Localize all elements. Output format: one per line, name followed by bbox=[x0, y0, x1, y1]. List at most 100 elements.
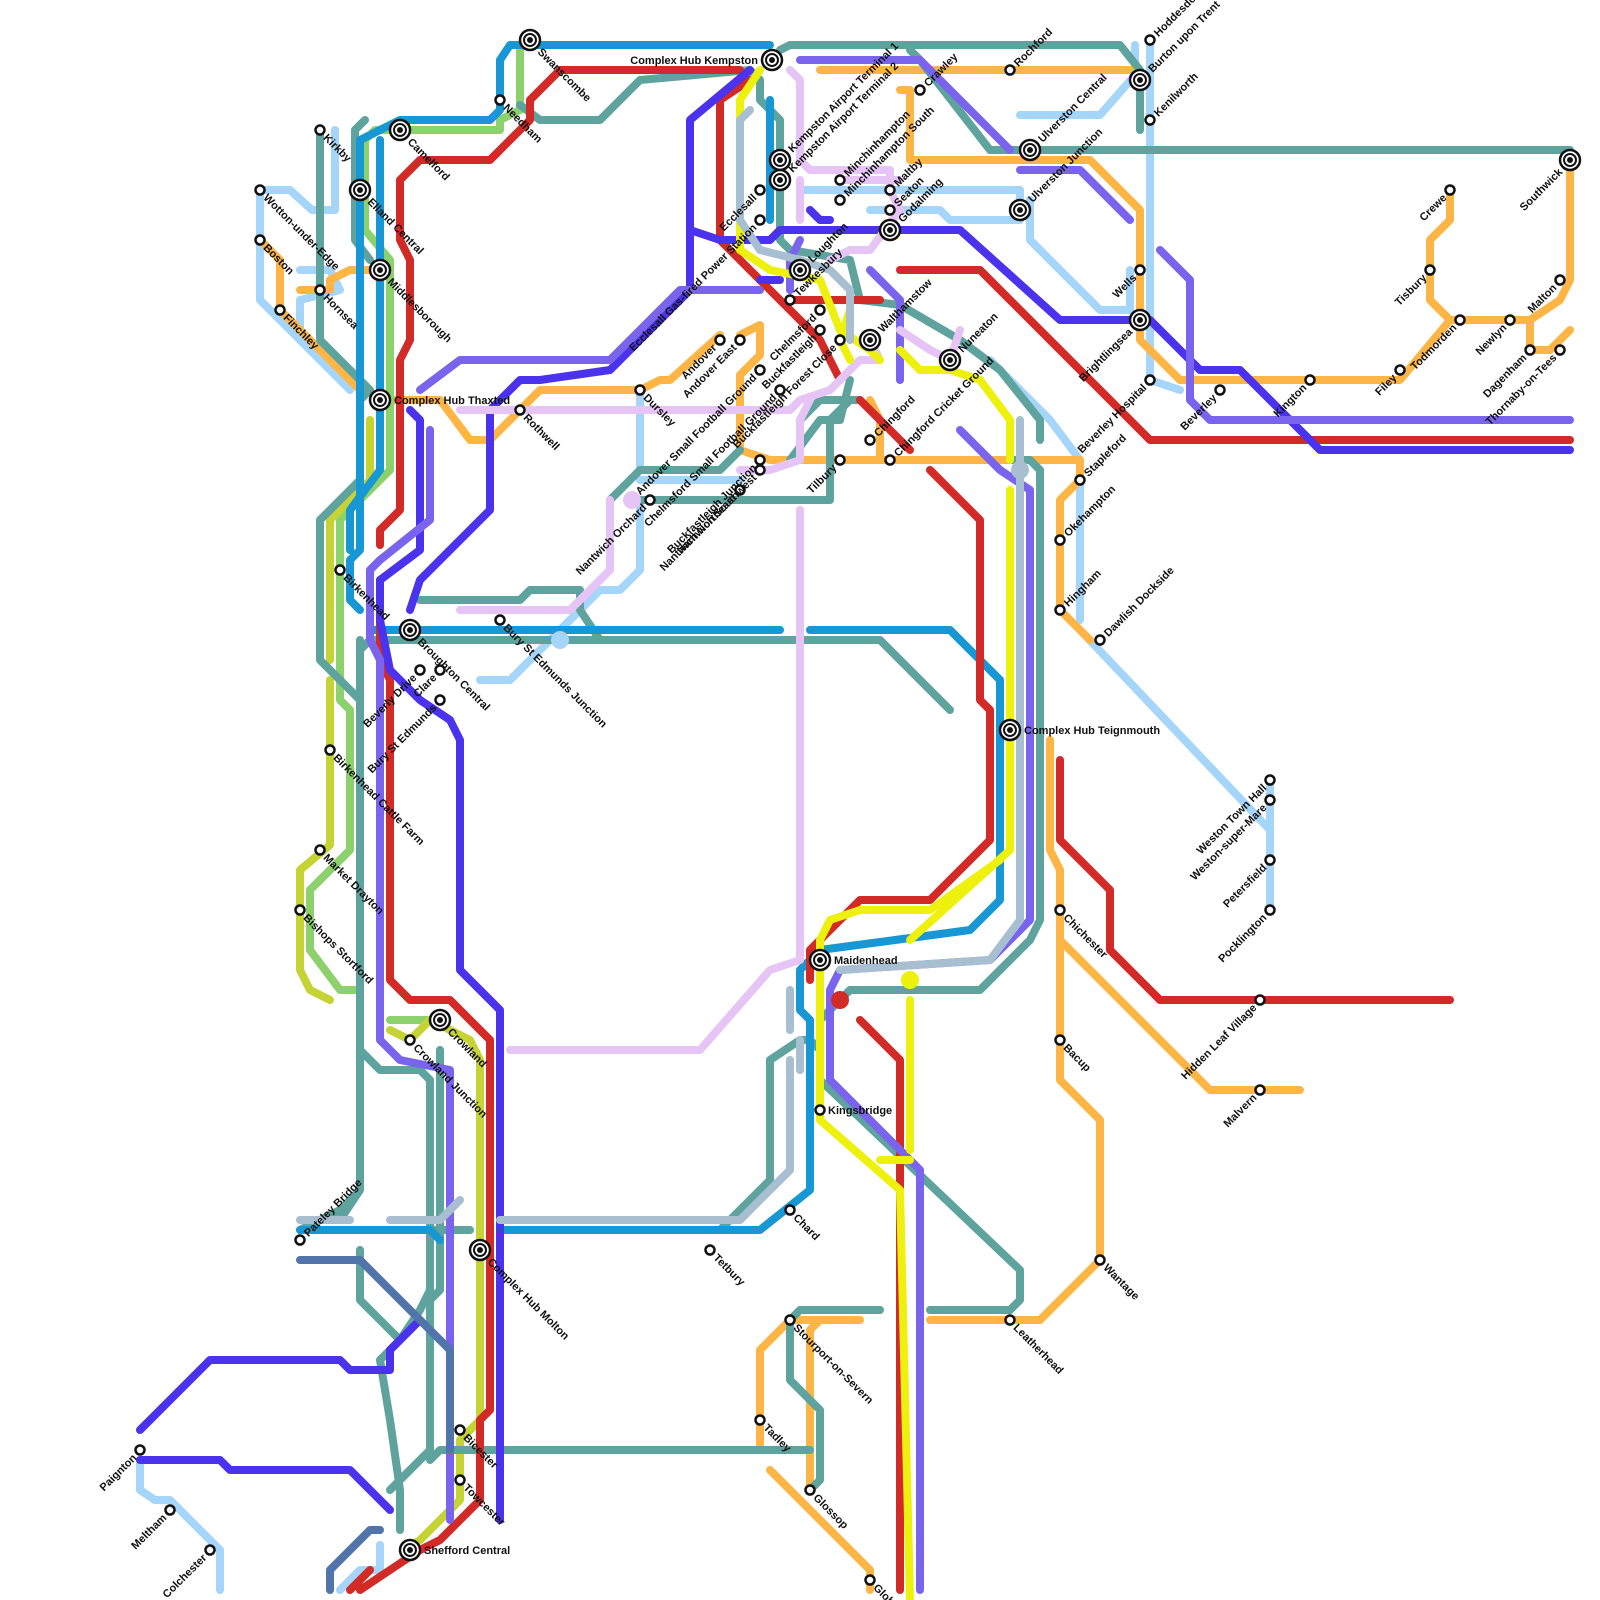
station-marker-icon bbox=[1006, 66, 1015, 75]
station-marker-icon bbox=[1426, 266, 1435, 275]
station-marker-icon bbox=[1456, 316, 1465, 325]
station-meltham[interactable]: Meltham bbox=[129, 1506, 174, 1553]
station-marker-icon bbox=[1256, 1086, 1265, 1095]
station-leatherhead[interactable]: Leatherhead bbox=[1006, 1316, 1066, 1377]
station-dawlish-dockside[interactable]: Dawlish Dockside bbox=[1096, 565, 1177, 645]
station-marker-icon bbox=[316, 286, 325, 295]
station-marker-icon bbox=[1056, 606, 1065, 615]
hub-dot-icon bbox=[769, 57, 775, 63]
station-complex-hub-teignmouth[interactable]: Complex Hub Teignmouth bbox=[1000, 720, 1160, 740]
station-marker-icon bbox=[786, 296, 795, 305]
station-marker-icon bbox=[886, 456, 895, 465]
line-violet[interactable] bbox=[370, 60, 1570, 1590]
station-marker-icon bbox=[916, 86, 925, 95]
station-label: Complex Hub Kempston bbox=[630, 55, 758, 67]
line-node-skyblue bbox=[551, 631, 569, 649]
station-label: Shefford Central bbox=[424, 1545, 510, 1557]
station-marker-icon bbox=[1146, 116, 1155, 125]
station-marker-icon bbox=[716, 336, 725, 345]
station-marker-icon bbox=[416, 666, 425, 675]
station-todmorden[interactable]: Todmorden bbox=[1409, 316, 1465, 373]
station-label: Hidden Leaf Village bbox=[1179, 1002, 1259, 1082]
station-marker-icon bbox=[786, 1206, 795, 1215]
station-marker-icon bbox=[296, 1236, 305, 1245]
station-marker-icon bbox=[886, 206, 895, 215]
station-marker-icon bbox=[1556, 346, 1565, 355]
hub-dot-icon bbox=[397, 127, 403, 133]
station-marker-icon bbox=[756, 456, 765, 465]
station-market-drayton[interactable]: Market Drayton bbox=[316, 846, 386, 918]
station-marker-icon bbox=[1266, 856, 1275, 865]
station-marker-icon bbox=[1076, 476, 1085, 485]
station-marker-icon bbox=[756, 466, 765, 475]
station-marker-icon bbox=[706, 1246, 715, 1255]
station-label: Colchester bbox=[161, 1552, 210, 1600]
station-label: Hornsea bbox=[321, 292, 361, 332]
station-colchester[interactable]: Colchester bbox=[161, 1546, 215, 1600]
station-marker-icon bbox=[1556, 276, 1565, 285]
station-marker-icon bbox=[886, 186, 895, 195]
station-label: Pocklington bbox=[1216, 912, 1269, 965]
station-marker-icon bbox=[866, 436, 875, 445]
station-marker-icon bbox=[756, 216, 765, 225]
station-label: Petersfield bbox=[1221, 862, 1269, 910]
station-label: Crewe bbox=[1418, 192, 1450, 224]
hub-dot-icon bbox=[867, 337, 873, 343]
station-marker-icon bbox=[1526, 346, 1535, 355]
station-beverley[interactable]: Beverley bbox=[1178, 386, 1224, 433]
station-pateley-bridge[interactable]: Pateley Bridge bbox=[296, 1177, 365, 1245]
line-red[interactable] bbox=[350, 70, 1570, 1590]
station-label: Complex Hub Thaxted bbox=[394, 395, 510, 407]
station-kingsbridge[interactable]: Kingsbridge bbox=[816, 1105, 893, 1117]
station-label: Brightlingsea bbox=[1077, 326, 1136, 385]
station-marker-icon bbox=[816, 306, 825, 315]
hub-dot-icon bbox=[947, 357, 953, 363]
station-marker-icon bbox=[636, 386, 645, 395]
station-label: Chard bbox=[791, 1212, 822, 1243]
station-marker-icon bbox=[406, 1036, 415, 1045]
line-node-yellow bbox=[901, 971, 919, 989]
hub-dot-icon bbox=[817, 957, 823, 963]
station-shefford-central[interactable]: Shefford Central bbox=[400, 1540, 510, 1560]
station-label: Todmorden bbox=[1409, 322, 1460, 373]
station-label: Filey bbox=[1373, 371, 1400, 398]
station-label: Wantage bbox=[1101, 1262, 1142, 1303]
station-marker-icon bbox=[1146, 36, 1155, 45]
station-wantage[interactable]: Wantage bbox=[1096, 1256, 1142, 1303]
station-label: Leatherhead bbox=[1011, 1322, 1066, 1377]
station-marker-icon bbox=[1396, 366, 1405, 375]
hub-dot-icon bbox=[477, 1247, 483, 1253]
station-label: Swanscombe bbox=[535, 46, 593, 104]
station-marker-icon bbox=[1136, 266, 1145, 275]
station-complex-hub-molton[interactable]: Complex Hub Molton bbox=[470, 1240, 571, 1343]
station-marker-icon bbox=[496, 96, 505, 105]
station-label: Southwick bbox=[1518, 166, 1566, 214]
station-label: Tilbury bbox=[805, 461, 840, 496]
station-marker-icon bbox=[256, 186, 265, 195]
station-marker-icon bbox=[1056, 1036, 1065, 1045]
station-marker-icon bbox=[136, 1446, 145, 1455]
station-marker-icon bbox=[736, 336, 745, 345]
station-label: Complex Hub Teignmouth bbox=[1024, 725, 1160, 737]
station-marker-icon bbox=[496, 616, 505, 625]
station-marker-icon bbox=[1096, 1256, 1105, 1265]
station-marker-icon bbox=[836, 176, 845, 185]
station-marker-icon bbox=[206, 1546, 215, 1555]
station-marker-icon bbox=[326, 746, 335, 755]
hub-dot-icon bbox=[1137, 77, 1143, 83]
line-node-red bbox=[831, 991, 849, 1009]
station-marker-icon bbox=[1056, 536, 1065, 545]
station-pocklington[interactable]: Pocklington bbox=[1216, 906, 1274, 966]
station-hidden-leaf-village[interactable]: Hidden Leaf Village bbox=[1179, 996, 1264, 1083]
line-layer bbox=[140, 40, 1570, 1600]
station-label: Wells bbox=[1111, 272, 1140, 301]
station-marker-icon bbox=[1056, 906, 1065, 915]
station-label: Paignton bbox=[98, 1452, 140, 1494]
hub-dot-icon bbox=[887, 227, 893, 233]
station-tetbury[interactable]: Tetbury bbox=[706, 1246, 748, 1290]
station-marker-icon bbox=[1506, 316, 1515, 325]
station-label: Tetbury bbox=[711, 1252, 748, 1289]
station-chard[interactable]: Chard bbox=[786, 1206, 822, 1244]
station-marker-icon bbox=[296, 906, 305, 915]
